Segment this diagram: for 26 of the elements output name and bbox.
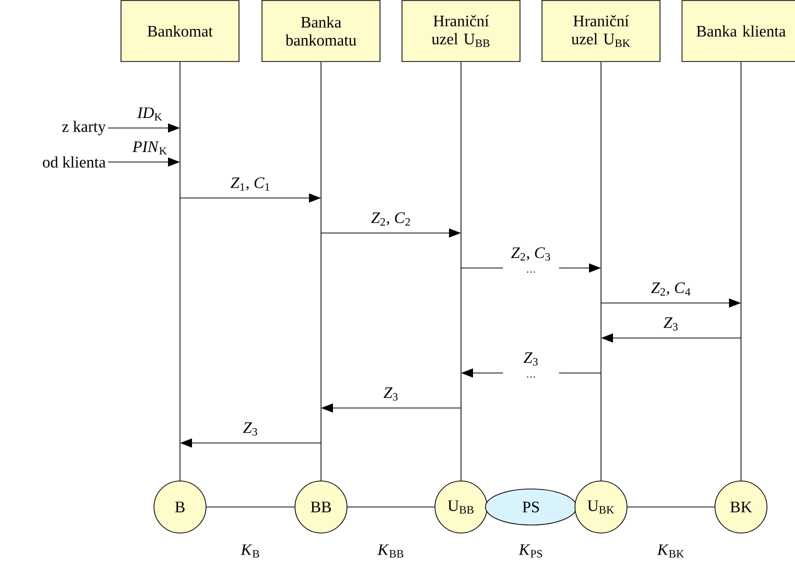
edge-label: Z$_{2}$, C$_{4}$	[650, 281, 692, 297]
edge-label: K$_{B}$	[240, 543, 262, 559]
edge-label: Z$_{3}$	[382, 386, 400, 402]
edge-label: Z$_{2}$, C$_{2}$	[370, 211, 412, 227]
gap-dots: …	[503, 369, 559, 385]
lifeline-header-box: Banka klienta	[682, 0, 795, 62]
edge-label: Z$_{2}$, C$_{3}$	[510, 246, 552, 262]
lifeline-header-box: Hraniční uzel U$_{BB}$	[402, 0, 520, 62]
link-line	[627, 506, 715, 508]
edge-label: ID$_{K}$	[136, 106, 164, 122]
edge-label: Z$_{3}$	[242, 421, 260, 437]
lifeline-header-box: Hraniční uzel U$_{BK}$	[542, 0, 660, 62]
lifeline-header-box: Bankomat	[120, 0, 240, 62]
edge-label: K$_{BB}$	[376, 543, 406, 559]
edge-label: K$_{BK}$	[656, 543, 686, 559]
lifeline-header-box: Banka bankomatu	[262, 0, 380, 62]
segment-label: K$_{PS}$	[518, 544, 542, 558]
edge-label: PIN$_{K}$	[131, 140, 169, 156]
link-line	[347, 506, 435, 508]
edge-label: Z$_{3}$	[522, 351, 540, 367]
input-label: od klienta	[42, 156, 106, 168]
input-label: z karty	[62, 120, 106, 136]
link-line	[206, 506, 295, 508]
gap-dots: …	[503, 264, 559, 280]
edge-label: Z$_{3}$	[662, 316, 680, 332]
edge-label: Z$_{1}$, C$_{1}$	[229, 176, 272, 192]
